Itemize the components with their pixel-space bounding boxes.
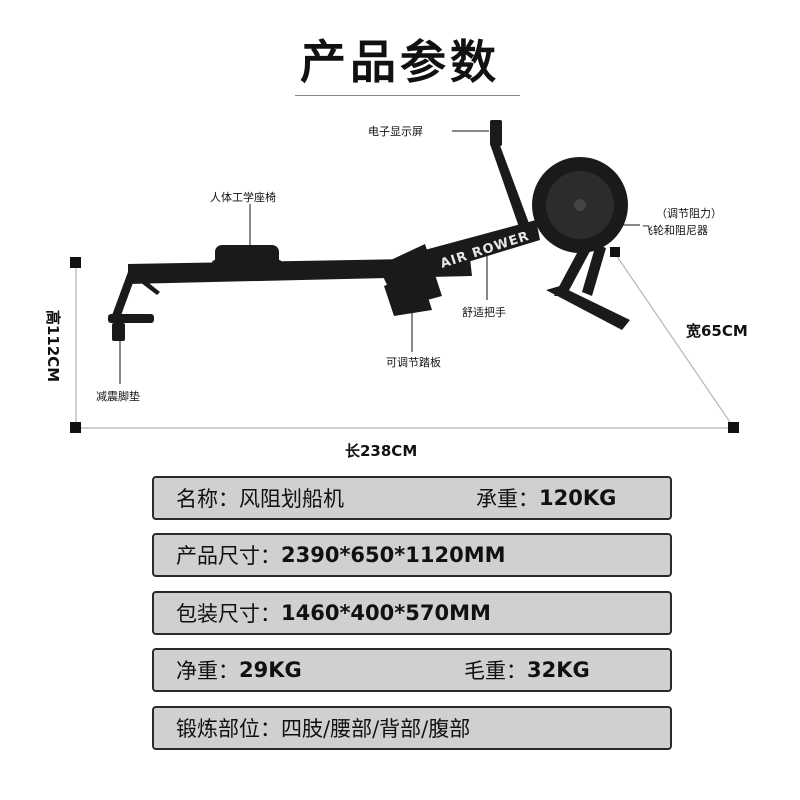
callout-resistance-2: 飞轮和阻尼器 xyxy=(642,223,708,237)
title-divider xyxy=(295,95,520,96)
callout-display: 电子显示屏 xyxy=(368,125,423,138)
spec-row-name-load: 名称： 风阻划船机 承重： 120KG xyxy=(152,476,672,520)
callout-seat: 人体工学座椅 xyxy=(210,190,276,204)
spec-row-training-parts: 锻炼部位： 四肢/腰部/背部/腹部 xyxy=(152,706,672,750)
rowing-machine-diagram: AIR ROWER 电子显示屏 人体工学座椅 （调节阻力） 飞轮和阻尼器 舒适把… xyxy=(44,120,748,460)
spec-load-value: 120KG xyxy=(539,486,617,510)
callout-cushion: 减震脚垫 xyxy=(96,389,140,403)
spec-size-value: 2390*650*1120MM xyxy=(281,543,506,567)
callout-leaders xyxy=(119,130,640,384)
spec-net-key: 净重： xyxy=(176,659,239,683)
callout-pedal: 可调节踏板 xyxy=(386,355,441,369)
spec-gross-value: 32KG xyxy=(527,658,590,682)
dimension-length: 长238CM xyxy=(345,442,417,460)
spec-row-package-size: 包装尺寸： 1460*400*570MM xyxy=(152,591,672,635)
dimension-markers xyxy=(70,247,739,433)
spec-row-weight: 净重： 29KG 毛重： 32KG xyxy=(152,648,672,692)
spec-pack-value: 1460*400*570MM xyxy=(281,601,491,625)
spec-gross-key: 毛重： xyxy=(464,659,527,683)
callout-handle: 舒适把手 xyxy=(462,305,506,319)
spec-pack-key: 包装尺寸： xyxy=(176,602,281,626)
spec-parts-value: 四肢/腰部/背部/腹部 xyxy=(281,717,471,741)
spec-size-key: 产品尺寸： xyxy=(176,544,281,568)
spec-net-value: 29KG xyxy=(239,658,302,682)
spec-name-value: 风阻划船机 xyxy=(239,487,344,511)
dimension-height: 高112CM xyxy=(44,310,62,382)
spec-name-key: 名称： xyxy=(176,487,239,511)
spec-row-product-size: 产品尺寸： 2390*650*1120MM xyxy=(152,533,672,577)
dimension-lines xyxy=(75,251,735,429)
dimension-width: 宽65CM xyxy=(685,322,748,340)
spec-load-key: 承重： xyxy=(476,487,539,511)
callout-resistance-1: （调节阻力） xyxy=(656,207,722,220)
spec-parts-key: 锻炼部位： xyxy=(176,717,281,741)
page-title: 产品参数 xyxy=(300,35,500,89)
rowing-machine xyxy=(108,120,630,341)
